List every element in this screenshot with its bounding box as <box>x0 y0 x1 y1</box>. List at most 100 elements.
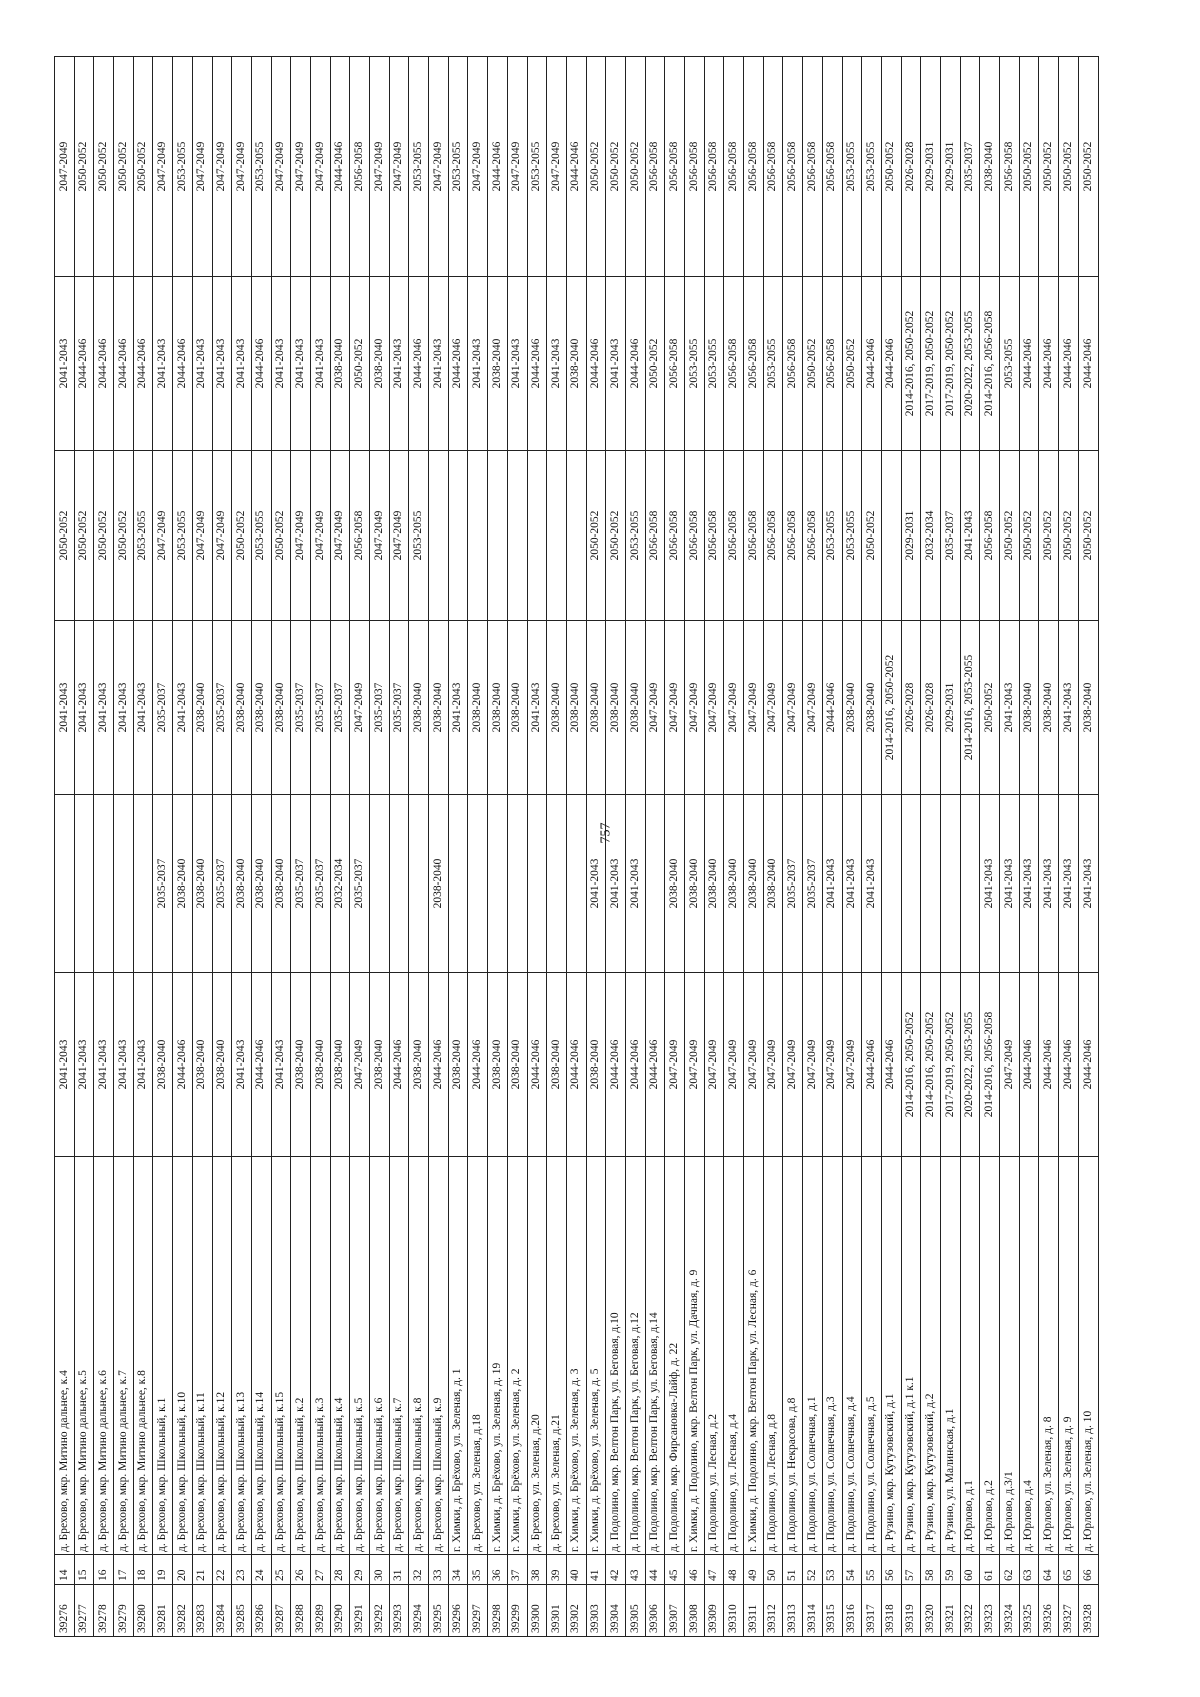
table-cell: 2029-2031 <box>940 56 961 277</box>
table-cell: 2044-2046 <box>74 276 94 451</box>
table-cell: 2044-2046 <box>1038 972 1059 1157</box>
table-cell: 31 <box>389 1554 409 1585</box>
table-cell <box>389 794 409 973</box>
table-cell: 2035-2037 <box>330 620 350 795</box>
table-cell: 2041-2043 <box>428 276 449 451</box>
table-cell: 2041-2043 <box>507 276 527 451</box>
table-cell: 2038-2040 <box>507 620 527 795</box>
table-cell: 2056-2058 <box>684 56 705 277</box>
table-cell: 2056-2058 <box>822 276 842 451</box>
table-cell: 2056-2058 <box>763 450 783 621</box>
table-cell: 2038-2040 <box>192 972 212 1157</box>
table-cell: 2041-2043 <box>54 620 75 795</box>
table-cell: 39316 <box>842 1584 862 1637</box>
table-cell: 2035-2037 <box>212 620 232 795</box>
table-cell: 42 <box>605 1554 626 1585</box>
table-cell: 66 <box>1078 1554 1099 1585</box>
table-cell: 55 <box>861 1554 882 1585</box>
table-cell: 54 <box>842 1554 862 1585</box>
table-cell: 2056-2058 <box>822 56 842 277</box>
table-cell <box>408 794 429 973</box>
table-cell: 2017-2019, 2050-2052 <box>920 276 941 451</box>
table-cell: 2038-2040 <box>586 972 606 1157</box>
table-cell: 2044-2046 <box>172 276 193 451</box>
table-cell: 2038-2040 <box>428 794 449 973</box>
table-cell: 2038-2040 <box>152 972 173 1157</box>
table-cell: 2041-2043 <box>133 972 153 1157</box>
table-cell: 19 <box>152 1554 173 1585</box>
table-cell: 2047-2049 <box>349 972 370 1157</box>
table-cell: 2044-2046 <box>1019 276 1039 451</box>
table-cell: 2014-2016, 2050-2052 <box>881 620 902 795</box>
table-cell: 2032-2034 <box>920 450 941 621</box>
table-cell: 46 <box>684 1554 705 1585</box>
table-cell: 2047-2049 <box>310 450 331 621</box>
table-cell: 2050-2052 <box>113 56 134 277</box>
table-cell: 2053-2055 <box>842 56 862 277</box>
table-cell: 60 <box>960 1554 980 1585</box>
table-cell: д. Подолино, ул. Некрасова, д.8 <box>782 1156 803 1555</box>
table-cell: 2038-2040 <box>1019 620 1039 795</box>
table-cell: 2056-2058 <box>664 276 685 451</box>
table-cell: 39302 <box>566 1584 587 1637</box>
table-cell: 2044-2046 <box>389 972 409 1157</box>
table-cell: 2050-2052 <box>74 450 94 621</box>
table-cell: 39320 <box>920 1584 941 1637</box>
table-cell: 2044-2046 <box>586 276 606 451</box>
table-cell: 2041-2043 <box>1038 794 1059 973</box>
table-cell <box>113 794 134 973</box>
table-cell <box>487 794 508 973</box>
table-cell: д. Брехово, мкр. Школьный, к.8 <box>408 1156 429 1555</box>
table-cell: 2041-2043 <box>231 276 252 451</box>
table-cell: 39287 <box>271 1584 291 1637</box>
table-cell: 2038-2040 <box>1038 620 1059 795</box>
table-cell: 2050-2052 <box>231 450 252 621</box>
table-cell: 2047-2049 <box>546 56 567 277</box>
table-cell: 2038-2040 <box>566 276 587 451</box>
table-cell: 2050-2052 <box>999 450 1020 621</box>
table-cell: 23 <box>231 1554 252 1585</box>
table-cell: 15 <box>74 1554 94 1585</box>
table-cell: д. Рузино, мкр. Кутузовский, д.1 <box>881 1156 902 1555</box>
table-cell: 2014-2016, 2050-2052 <box>920 972 941 1157</box>
table-cell: 26 <box>290 1554 311 1585</box>
table-cell: 39305 <box>625 1584 646 1637</box>
table-cell: д. Брехово, мкр. Школьный, к.12 <box>212 1156 232 1555</box>
table-cell: д. Брехово, мкр. Митино дальнее, к.7 <box>113 1156 134 1555</box>
table-cell: 2044-2046 <box>487 56 508 277</box>
table-cell: 2044-2046 <box>527 972 547 1157</box>
table-cell: 2050-2052 <box>1038 450 1059 621</box>
table-cell: 2047-2049 <box>743 972 764 1157</box>
table-cell: г. Химки, д. Брёхово, ул. Зеленая, д. 1 <box>448 1156 468 1555</box>
table-cell: 2044-2046 <box>881 276 902 451</box>
table-cell: 2038-2040 <box>467 620 488 795</box>
table-cell: 39326 <box>1038 1584 1059 1637</box>
table-cell: д. Брехово, мкр. Школьный, к.14 <box>251 1156 272 1555</box>
table-cell: 2038-2040 <box>428 620 449 795</box>
table-cell: 39293 <box>389 1584 409 1637</box>
table-cell: 2047-2049 <box>192 56 212 277</box>
table-cell: 2038-2040 <box>605 620 626 795</box>
table-cell: 28 <box>330 1554 350 1585</box>
table-cell: 2035-2037 <box>782 794 803 973</box>
table-cell: 2047-2049 <box>54 56 75 277</box>
table-cell: 2056-2058 <box>704 56 724 277</box>
table-cell: 59 <box>940 1554 961 1585</box>
table-cell: 64 <box>1038 1554 1059 1585</box>
table-cell: 2041-2043 <box>113 972 134 1157</box>
table-cell: 2047-2049 <box>723 620 744 795</box>
table-cell: 39292 <box>369 1584 390 1637</box>
table-cell: 2056-2058 <box>349 56 370 277</box>
table-cell: 2050-2052 <box>93 450 114 621</box>
